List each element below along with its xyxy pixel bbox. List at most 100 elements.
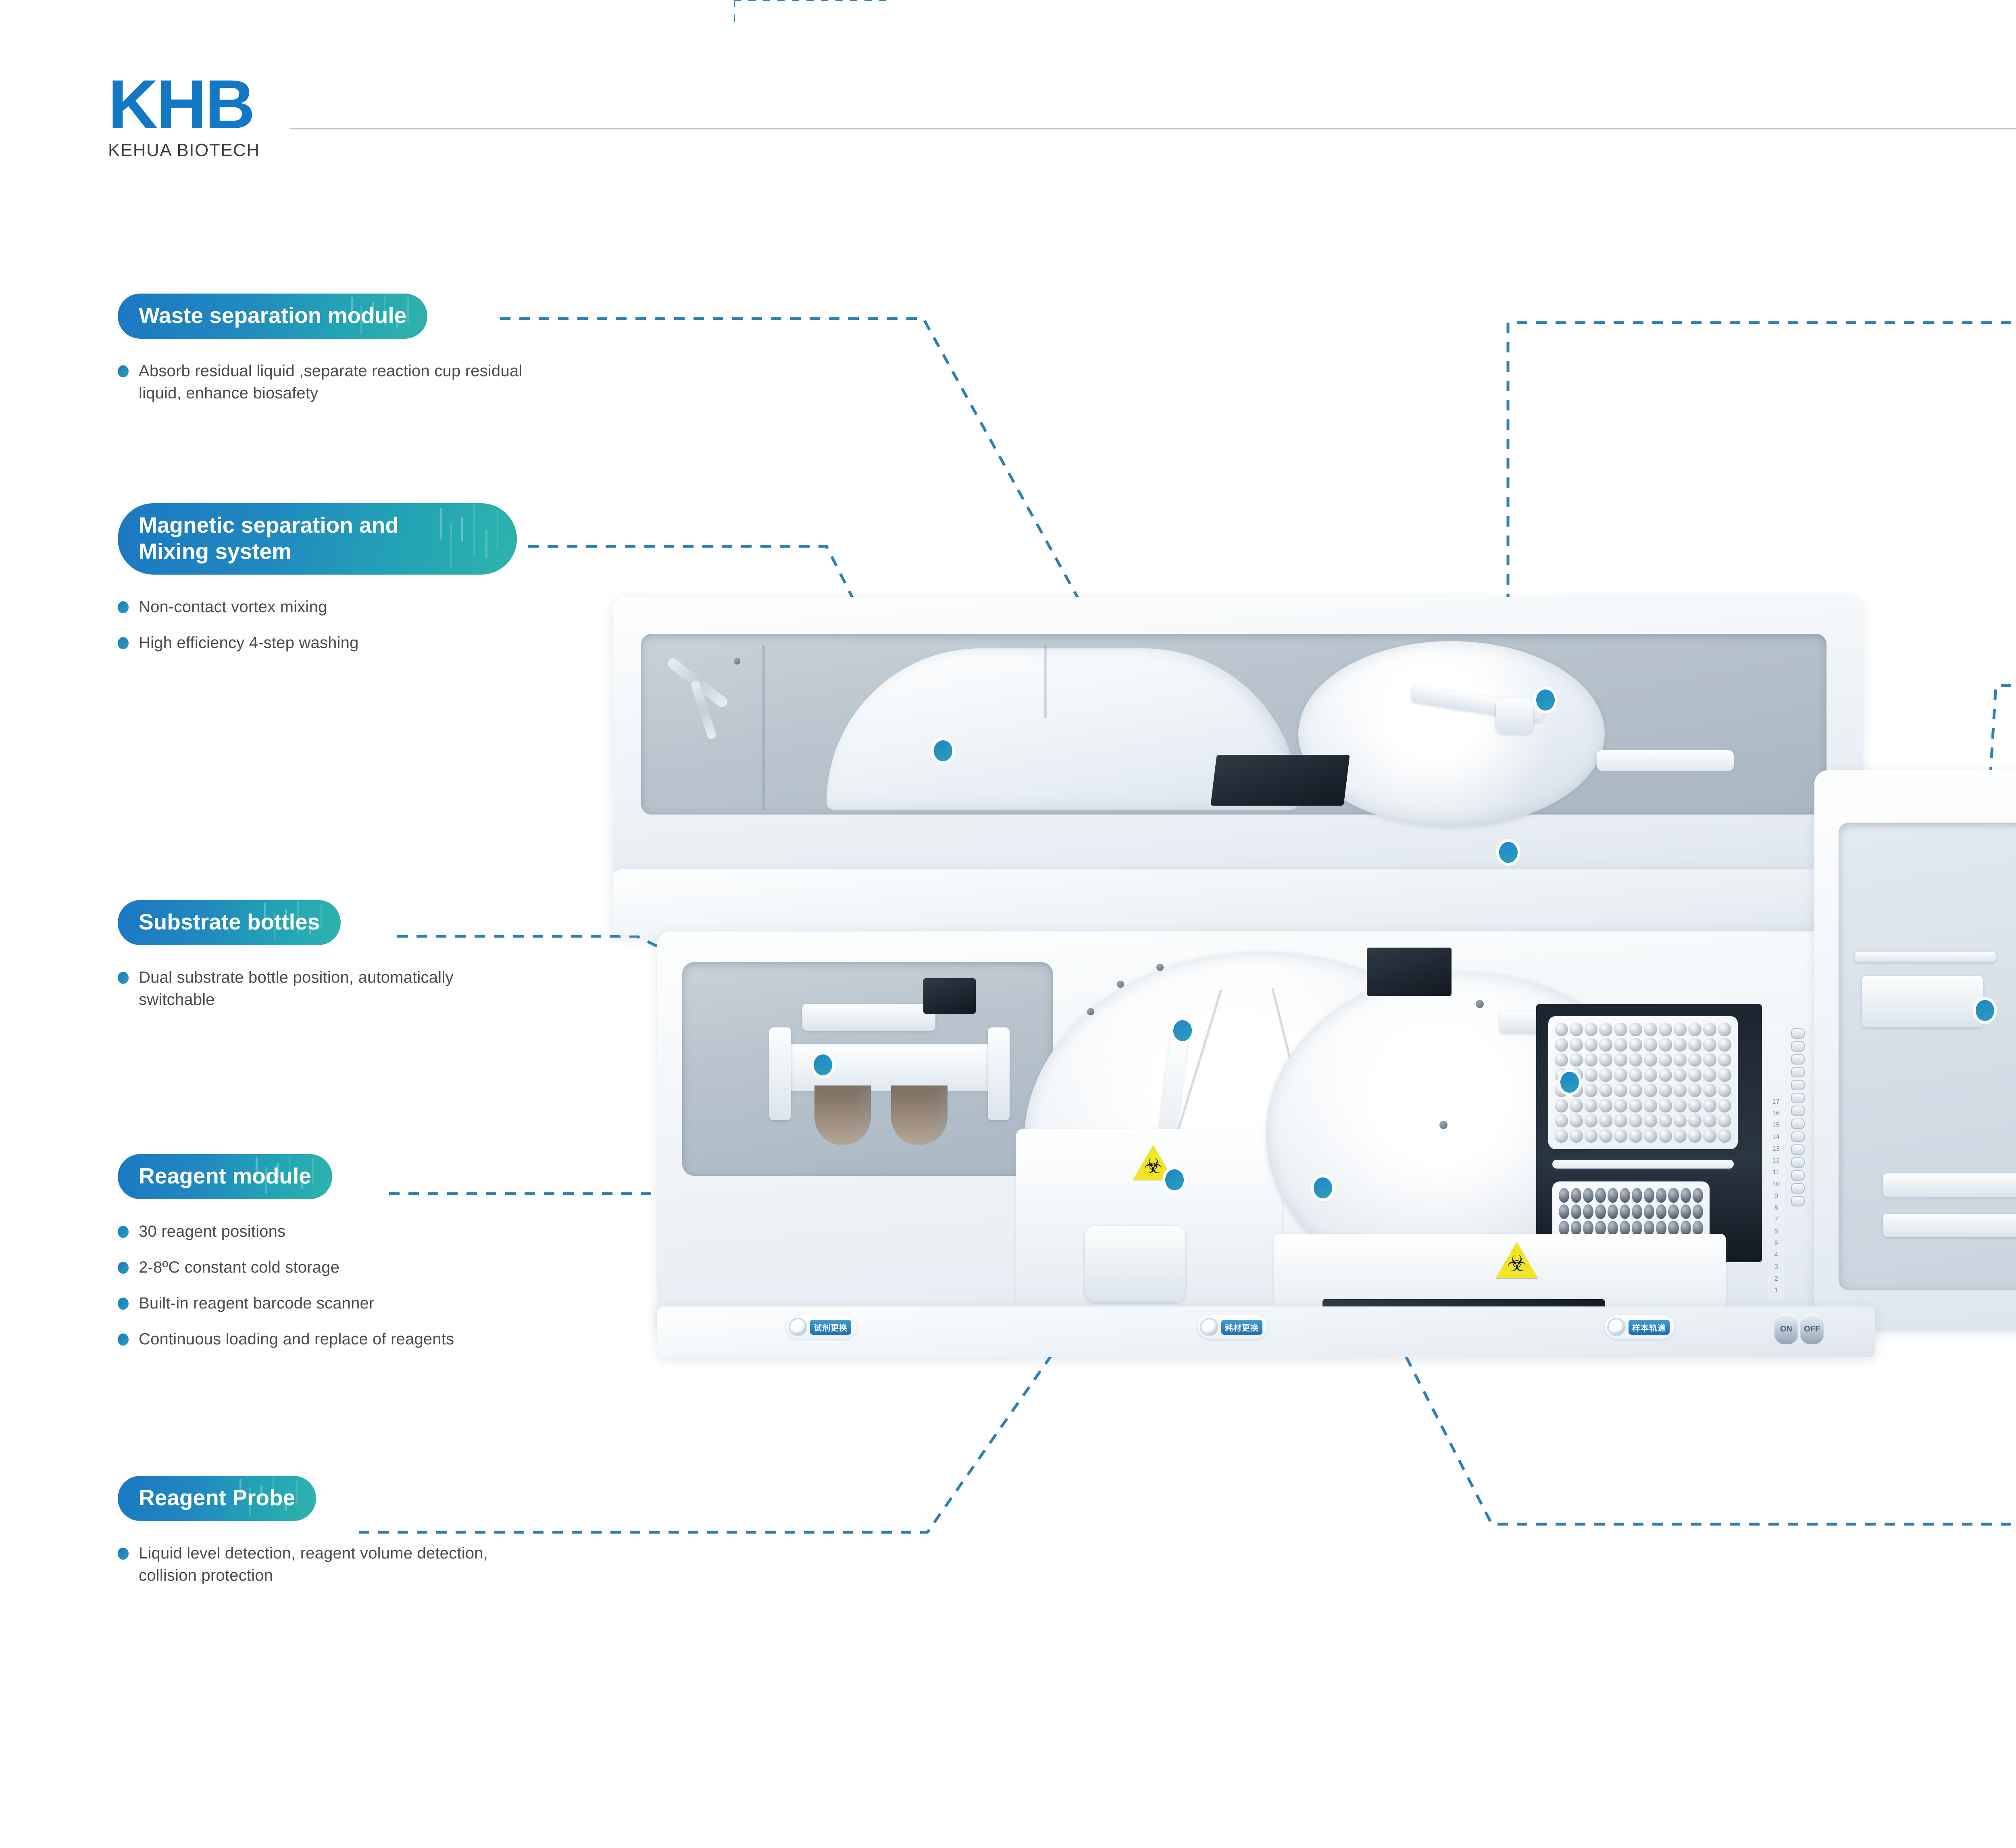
hotspot-reagent-module[interactable] xyxy=(1173,1020,1192,1041)
callout-title-text: Substrate bottles xyxy=(139,909,320,934)
control-button-sample-track[interactable]: 样本轨道 xyxy=(1605,1315,1674,1339)
bullet-text: 2-8ºC constant cold storage xyxy=(139,1258,340,1277)
biohazard-icon-reagent xyxy=(1133,1145,1173,1180)
bullet-text: Continuous loading and replace of reagen… xyxy=(139,1330,454,1348)
rack-number: 16 xyxy=(1772,1109,1780,1117)
sample-tube xyxy=(1791,1183,1805,1194)
bullet-item: High efficiency 4-step washing xyxy=(118,632,569,654)
wash-carousel xyxy=(1298,641,1605,827)
callout-reagent-module: Reagent module 30 reagent positions 2-8º… xyxy=(118,1154,569,1351)
callout-title-text: Reagent module xyxy=(139,1163,311,1188)
control-button-consumable-replace[interactable]: 耗材更换 xyxy=(1198,1315,1267,1339)
biohazard-icon-deck xyxy=(1496,1242,1538,1278)
bullet-text: Absorb residual liquid ,separate reactio… xyxy=(139,362,523,402)
hotspot-sample-probe[interactable] xyxy=(1499,842,1518,863)
sample-rack-number-strip: 1 2 3 4 5 6 7 8 9 10 11 12 13 14 15 16 1… xyxy=(1767,1020,1785,1298)
callout-bullets: 30 reagent positions 2-8ºC constant cold… xyxy=(118,1221,569,1351)
bullet-item: Absorb residual liquid ,separate reactio… xyxy=(118,360,569,404)
rack-number: 9 xyxy=(1774,1192,1778,1200)
brand-logo: KHB KEHUA BIOTECH xyxy=(108,70,260,160)
decorative-dash-stub-horizontal xyxy=(734,0,887,1)
hotspot-reagent-probe[interactable] xyxy=(1165,1169,1184,1190)
screw xyxy=(1087,1008,1094,1015)
mid-band xyxy=(613,869,1863,935)
bullet-text: 30 reagent positions xyxy=(139,1222,286,1240)
decorative-dash-stub-vertical xyxy=(734,0,735,23)
power-switch-group[interactable]: ON OFF xyxy=(1774,1314,1824,1344)
rack-number: 10 xyxy=(1772,1180,1780,1188)
sample-tube xyxy=(1791,1080,1805,1090)
callout-title-waste-separation[interactable]: Waste separation module xyxy=(118,294,428,339)
bullet-item: Continuous loading and replace of reagen… xyxy=(118,1328,569,1350)
screw xyxy=(1476,1000,1484,1008)
control-button-label: 试剂更换 xyxy=(810,1319,851,1335)
power-on-button[interactable]: ON xyxy=(1774,1314,1798,1344)
sample-tube xyxy=(1791,1157,1805,1168)
bullet-text: Built-in reagent barcode scanner xyxy=(139,1294,375,1313)
callout-title-reagent-probe[interactable]: Reagent Probe xyxy=(118,1476,317,1521)
sample-loader-tray-2 xyxy=(1883,1214,2016,1237)
page-header: KHB KEHUA BIOTECH Care for life Dedicate… xyxy=(0,0,2016,173)
bullet-item: 2-8ºC constant cold storage xyxy=(118,1256,569,1279)
screw xyxy=(734,658,740,665)
button-ring-icon xyxy=(1607,1318,1626,1336)
bullet-item: Dual substrate bottle position, automati… xyxy=(118,967,569,1011)
sample-tube xyxy=(1791,1028,1805,1039)
rack-number: 17 xyxy=(1772,1098,1780,1106)
sample-tube xyxy=(1791,1144,1805,1155)
tip-plate-upper xyxy=(1548,1016,1738,1149)
sample-tube xyxy=(1791,1093,1805,1103)
sample-tube xyxy=(1791,1196,1805,1206)
substrate-head xyxy=(802,1004,935,1031)
bullet-text: Non-contact vortex mixing xyxy=(139,598,327,616)
hotspot-substrate-bottles[interactable] xyxy=(814,1054,832,1075)
hotspot-magnetic-separation[interactable] xyxy=(934,740,952,761)
sample-tube xyxy=(1791,1119,1805,1129)
sample-delivery-window xyxy=(1839,823,2016,1290)
callout-reagent-probe: Reagent Probe Liquid level detection, re… xyxy=(118,1476,602,1587)
hotspot-waste-separation[interactable] xyxy=(1536,690,1555,710)
sample-loader-tray xyxy=(1883,1173,2016,1197)
power-off-button[interactable]: OFF xyxy=(1800,1314,1824,1344)
control-button-label: 样本轨道 xyxy=(1629,1319,1670,1335)
upper-back-panel-edge-2 xyxy=(1044,645,1047,718)
substrate-connector xyxy=(923,978,976,1014)
tip-well-grid xyxy=(1555,1023,1731,1143)
callout-bullets: Non-contact vortex mixing High efficienc… xyxy=(118,596,569,654)
wash-arm-joint xyxy=(1496,698,1533,734)
bullet-text: High efficiency 4-step washing xyxy=(139,633,359,652)
sample-tube xyxy=(1791,1170,1805,1181)
rack-number: 1 xyxy=(1774,1286,1778,1294)
rack-number: 5 xyxy=(1774,1239,1778,1247)
control-button-label: 耗材更换 xyxy=(1221,1319,1262,1335)
reagent-door-handle[interactable] xyxy=(1085,1226,1185,1302)
bullet-dot-icon xyxy=(118,637,129,649)
hotspot-consumables[interactable] xyxy=(1560,1072,1579,1093)
bullet-dot-icon xyxy=(118,971,129,984)
callout-title-substrate-bottles[interactable]: Substrate bottles xyxy=(118,900,341,945)
bullet-dot-icon xyxy=(118,1547,129,1560)
rack-number: 12 xyxy=(1772,1156,1780,1165)
sample-tube-column xyxy=(1791,1028,1805,1206)
sample-tube xyxy=(1791,1054,1805,1065)
rack-number: 4 xyxy=(1774,1251,1778,1259)
control-button-reagent-replace[interactable]: 试剂更换 xyxy=(786,1315,856,1339)
rack-number: 13 xyxy=(1772,1144,1780,1152)
hotspot-sample-delivery[interactable] xyxy=(1976,1000,1994,1021)
rack-number: 15 xyxy=(1772,1121,1780,1129)
rack-number: 7 xyxy=(1774,1215,1778,1223)
upper-tray xyxy=(1597,750,1734,771)
screw xyxy=(1439,1121,1447,1129)
bullet-dot-icon xyxy=(118,1262,129,1274)
transport-gripper xyxy=(1367,948,1452,996)
screw xyxy=(1156,964,1164,971)
callout-magnetic-separation: Magnetic separation and Mixing system No… xyxy=(118,503,569,654)
callout-title-reagent-module[interactable]: Reagent module xyxy=(118,1154,332,1199)
callout-title-magnetic-separation[interactable]: Magnetic separation and Mixing system xyxy=(118,503,517,575)
substrate-clamp-left xyxy=(769,1027,791,1120)
hotspot-incubation[interactable] xyxy=(1314,1177,1332,1198)
rack-number: 8 xyxy=(1774,1204,1778,1212)
callout-title-text: Reagent Probe xyxy=(139,1485,296,1510)
callout-substrate-bottles: Substrate bottles Dual substrate bottle … xyxy=(118,900,569,1011)
rack-number: 6 xyxy=(1774,1227,1778,1235)
